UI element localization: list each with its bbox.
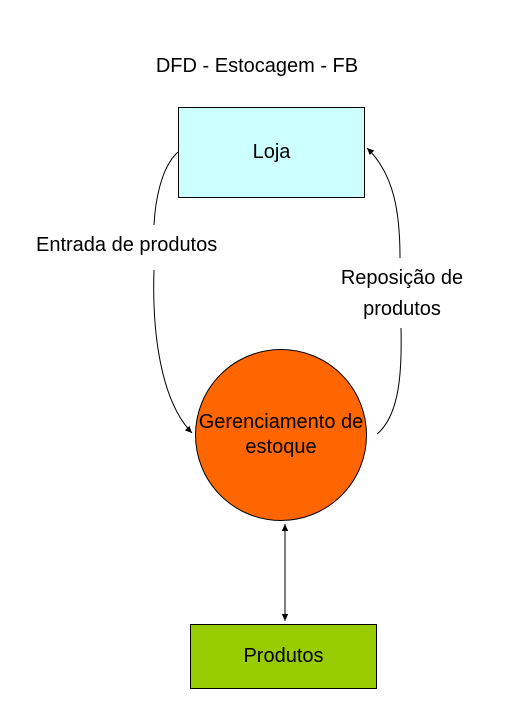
flow-reposicao-top xyxy=(366,147,401,259)
data-store-products: Produtos xyxy=(190,624,377,689)
flow-entrada-bottom xyxy=(153,269,193,434)
flow-label-entrada: Entrada de produtos xyxy=(36,234,218,256)
products-label: Produtos xyxy=(243,645,324,667)
store-label: Loja xyxy=(252,141,291,163)
external-entity-store: Loja xyxy=(178,107,365,198)
process-label: Gerenciamento de estoque xyxy=(198,411,364,458)
diagram-title: DFD - Estocagem - FB xyxy=(155,55,359,77)
flow-label-reposicao: Reposição de produtos xyxy=(320,263,484,325)
flow-reposicao-bottom xyxy=(376,327,402,435)
flow-label-reposicao-line1: Reposição de xyxy=(340,267,464,289)
flow-entrada-top xyxy=(153,151,179,226)
process-circle: Gerenciamento de estoque xyxy=(195,349,367,521)
flow-label-reposicao-line2: produtos xyxy=(363,298,441,320)
